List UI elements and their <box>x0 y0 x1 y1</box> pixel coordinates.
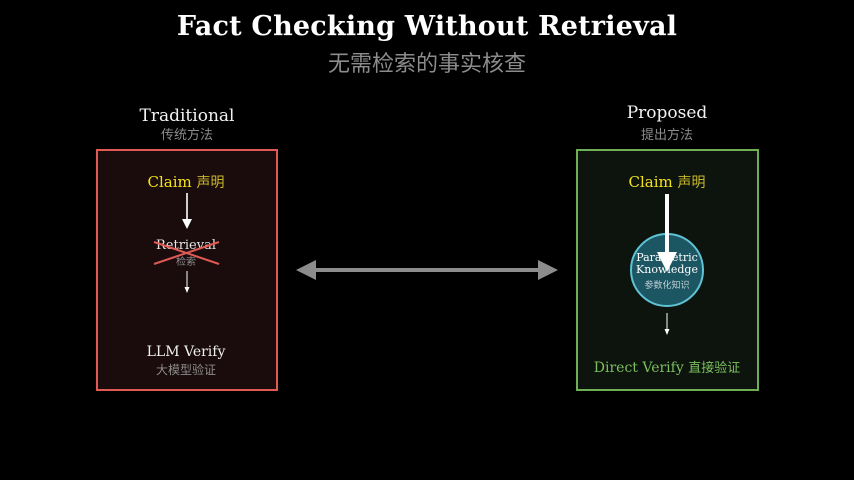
proposed-arrow-1-head <box>657 252 677 272</box>
retrieval-label: Retrieval <box>155 238 217 253</box>
traditional-claim-cn: 声明 <box>196 175 225 191</box>
traditional-heading: Traditional <box>139 106 235 126</box>
traditional-subheading: 传统方法 <box>160 128 213 143</box>
comparison-arrow-left-head <box>296 260 316 280</box>
comparison-arrow-right-head <box>538 260 558 280</box>
traditional-arrow-1-head <box>182 219 192 229</box>
traditional-claim: Claim 声明 <box>96 172 276 192</box>
page-title: Fact Checking Without Retrieval <box>176 11 678 42</box>
proposed-claim-cn: 声明 <box>677 175 706 191</box>
direct-verify: Direct Verify 直接验证 <box>567 357 767 376</box>
parametric-label-2: Knowledge <box>636 263 698 276</box>
direct-verify-en: Direct Verify <box>593 360 684 376</box>
traditional-box <box>96 149 278 391</box>
proposed-claim: Claim 声明 <box>577 172 757 192</box>
proposed-subheading: 提出方法 <box>640 128 693 143</box>
direct-verify-cn: 直接验证 <box>688 361 741 376</box>
page-subtitle: 无需检索的事实核查 <box>327 52 526 77</box>
parametric-label-1: Parametric <box>636 251 698 264</box>
traditional-claim-en: Claim <box>147 173 192 191</box>
parametric-label-cn: 参数化知识 <box>644 281 690 291</box>
llm-verify-label-cn: 大模型验证 <box>155 363 216 377</box>
proposed-arrow-2-head <box>664 329 670 335</box>
retrieval-label-cn: 检索 <box>176 257 196 268</box>
cross-line-2 <box>153 241 220 265</box>
proposed-heading: Proposed <box>626 103 708 123</box>
proposed-claim-en: Claim <box>628 173 673 191</box>
traditional-arrow-2-head <box>184 287 190 293</box>
llm-verify-label: LLM Verify <box>146 344 226 360</box>
